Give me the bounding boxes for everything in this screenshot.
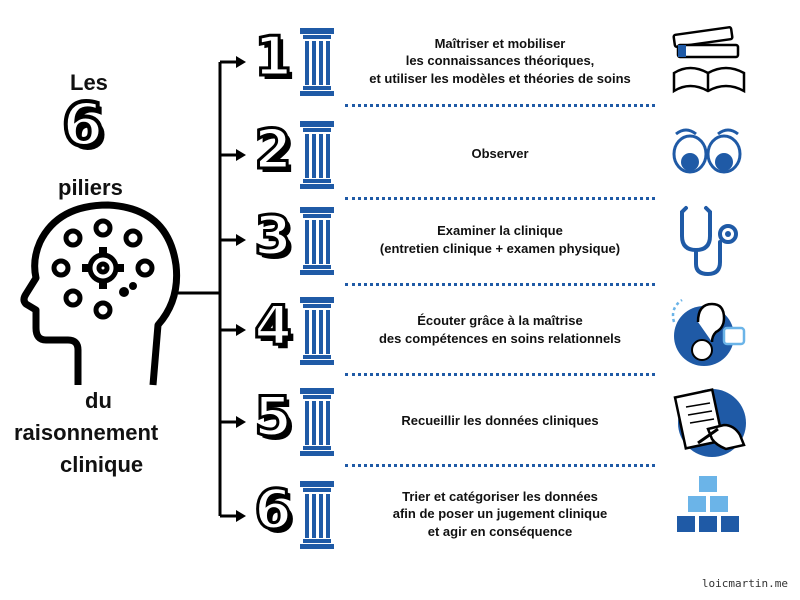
credit-text: loicmartin.me: [701, 577, 788, 590]
stacked-blocks-icon: [677, 476, 739, 532]
pillar-number: 1: [253, 25, 294, 88]
title-clinique: clinique: [60, 452, 144, 477]
eyes-icon: [672, 128, 742, 174]
title-les: Les: [70, 70, 108, 95]
stethoscope-icon: [680, 206, 738, 277]
separator: [345, 283, 655, 286]
separator: [345, 464, 655, 467]
separator: [345, 104, 655, 107]
pillar-number: 2: [253, 118, 294, 181]
pillar-row-6: 6 Trier et catégoriser les données afin …: [250, 476, 790, 571]
pillar-row-5: 5 Recueillir les données cliniques: [250, 388, 790, 478]
pillar-row-1: 1 Maîtriser et mobiliser les connaissanc…: [250, 25, 790, 118]
pillar-column-icon: [300, 481, 334, 549]
pillar-text: Examiner la clinique (entretien clinique…: [379, 223, 621, 256]
head-gears-icon: [20, 201, 181, 386]
title-piliers: piliers: [58, 175, 123, 200]
pillar-number: 6: [253, 478, 294, 541]
separator: [345, 197, 655, 200]
pillar-number: 4: [253, 294, 294, 357]
title-six: 6: [60, 90, 106, 160]
pillar-column-icon: [300, 28, 334, 96]
pillar-number: 5: [253, 385, 294, 448]
pillar-text: Écouter grâce à la maîtrise des compéten…: [378, 313, 622, 346]
pillar-column-icon: [300, 207, 334, 275]
pillar-row-2: 2 Observer: [250, 121, 790, 211]
title-du: du: [85, 388, 112, 413]
title-raisonnement: raisonnement: [14, 420, 159, 445]
pillar-column-icon: [300, 121, 334, 189]
books-icon: [672, 26, 746, 94]
pillar-text: Trier et catégoriser les données afin de…: [392, 488, 608, 539]
pillar-column-icon: [300, 297, 334, 365]
pillar-row-4: 4 Écouter grâce à la maîtrise des compét…: [250, 297, 790, 387]
pillar-number: 3: [253, 204, 294, 267]
bracket-connector: [178, 56, 246, 522]
listening-ear-icon: [671, 298, 746, 366]
writing-hand-icon: [673, 388, 746, 457]
pillar-text: Recueillir les données cliniques: [401, 413, 599, 429]
separator: [345, 373, 655, 376]
pillar-column-icon: [300, 388, 334, 456]
pillar-text: Maîtriser et mobiliser les connaissances…: [369, 35, 631, 86]
pillar-row-3: 3 Examiner la clinique (entretien cliniq…: [250, 204, 790, 297]
title-panel: Les 6 piliers du raisonnement clinique: [0, 0, 200, 600]
pillar-text: Observer: [471, 146, 529, 162]
